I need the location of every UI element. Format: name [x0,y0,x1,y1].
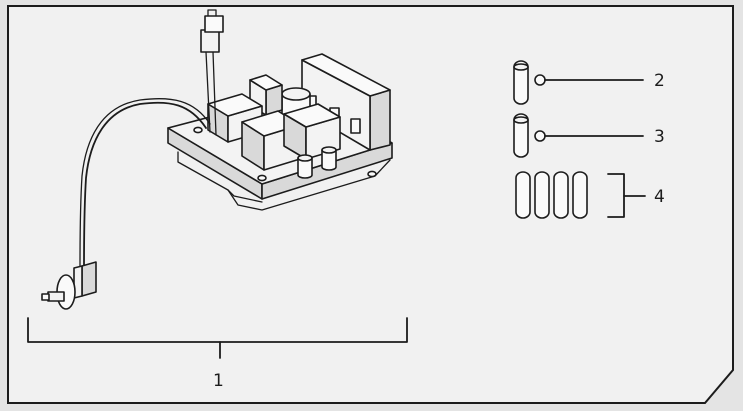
connector-wire [205,51,211,133]
sensor-probe [41,261,97,310]
terminal-bracket-front [369,89,391,151]
pin-top [513,63,529,71]
spade-terminal [350,118,361,134]
mounting-screw [257,174,267,182]
connector-wire [212,51,217,136]
small-capacitor-body [297,157,313,179]
pin-body [553,171,569,219]
capacitor-top [281,87,311,101]
wire-plug-latch [207,9,217,17]
sensor-housing-side [81,261,97,297]
callout-marker-part-b [534,130,546,142]
sensor-shaft [47,291,65,302]
small-transformer-top [249,74,283,91]
small-capacitor-top [321,146,337,154]
mounting-screw [367,170,377,178]
sensor-tip [41,293,50,301]
callout-label-part-b: 3 [654,127,665,147]
wire-plug-cap [204,15,224,33]
wire-plug-housing [200,29,220,53]
pin-body [515,171,531,219]
terminal-bracket-top [301,53,391,97]
relay-right-top [283,103,341,128]
small-capacitor-body [321,149,337,171]
callout-label-part-a: 2 [654,71,665,91]
small-capacitor-top [297,154,313,162]
pin-top [513,116,529,124]
assembly-bracket [27,317,408,343]
pin-part-b [513,113,529,158]
callout-label-part-set: 4 [654,187,665,207]
callout-label-assembly: 1 [213,371,224,391]
circuit-board-assembly [41,9,393,310]
pin-body [513,113,529,158]
pin-body [534,171,550,219]
relay-left-top [207,93,263,117]
pin-body [572,171,588,219]
sensor-cable [83,101,207,269]
board-lower-lip-edge [227,189,263,203]
pin-part-a [513,60,529,105]
callout-marker-part-a [534,74,546,86]
pin-body [513,60,529,105]
sensor-cable-inner [79,98,211,267]
pin-set [515,171,588,219]
mounting-screw [193,126,203,134]
